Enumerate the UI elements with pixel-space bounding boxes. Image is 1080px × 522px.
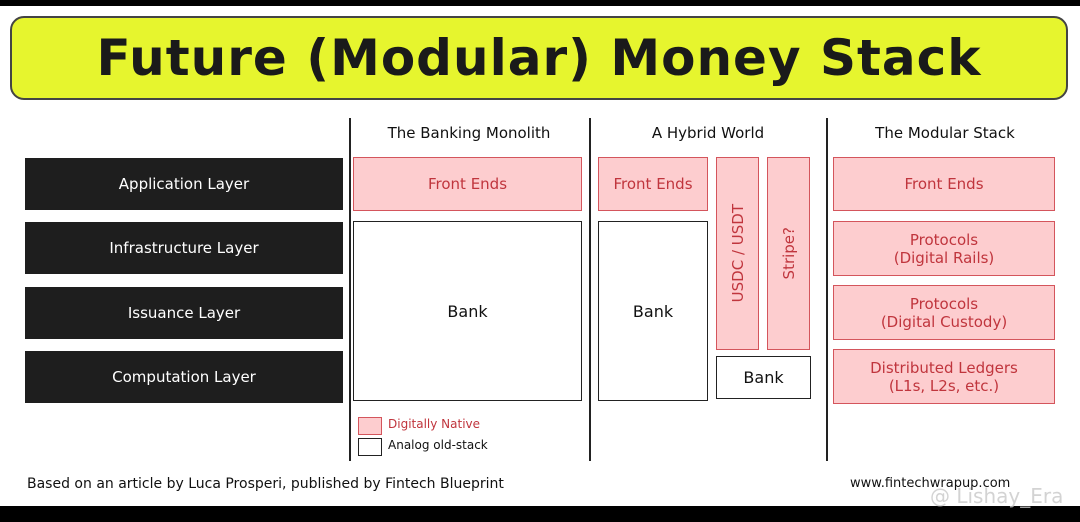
footer-url[interactable]: www.fintechwrapup.com bbox=[850, 476, 1011, 491]
layer-application: Application Layer bbox=[25, 158, 343, 210]
monolith-front-ends: Front Ends bbox=[353, 157, 582, 211]
column-header-monolith: The Banking Monolith bbox=[387, 124, 551, 142]
legend-native: Digitally Native bbox=[388, 417, 481, 431]
divider bbox=[349, 118, 351, 461]
modular-protocols-rails: Protocols (Digital Rails) bbox=[833, 221, 1055, 276]
hybrid-bank-small: Bank bbox=[716, 356, 811, 399]
watermark: @ Lishay_Era bbox=[930, 484, 1064, 508]
layer-issuance: Issuance Layer bbox=[25, 287, 343, 339]
diagram-canvas: Future (Modular) Money Stack Application… bbox=[0, 6, 1080, 508]
layer-computation: Computation Layer bbox=[25, 351, 343, 403]
hybrid-bank: Bank bbox=[598, 221, 708, 401]
diagram-title: Future (Modular) Money Stack bbox=[10, 16, 1068, 100]
divider bbox=[589, 118, 591, 461]
hybrid-usdc-usdt: USDC / USDT bbox=[716, 157, 759, 350]
usdc-label: USDC / USDT bbox=[728, 204, 747, 303]
legend-analog: Analog old-stack bbox=[388, 438, 488, 452]
modular-protocols-custody: Protocols (Digital Custody) bbox=[833, 285, 1055, 340]
modular-front-ends: Front Ends bbox=[833, 157, 1055, 211]
modular-distributed-ledgers: Distributed Ledgers (L1s, L2s, etc.) bbox=[833, 349, 1055, 404]
legend-swatch-native bbox=[358, 417, 382, 435]
stripe-label: Stripe? bbox=[779, 227, 798, 280]
monolith-bank: Bank bbox=[353, 221, 582, 401]
hybrid-stripe: Stripe? bbox=[767, 157, 810, 350]
divider bbox=[826, 118, 828, 461]
column-header-hybrid: A Hybrid World bbox=[651, 124, 765, 142]
column-header-modular: The Modular Stack bbox=[875, 124, 1015, 142]
layer-infrastructure: Infrastructure Layer bbox=[25, 222, 343, 274]
footer-credit: Based on an article by Luca Prosperi, pu… bbox=[27, 476, 504, 492]
hybrid-front-ends: Front Ends bbox=[598, 157, 708, 211]
legend-swatch-analog bbox=[358, 438, 382, 456]
